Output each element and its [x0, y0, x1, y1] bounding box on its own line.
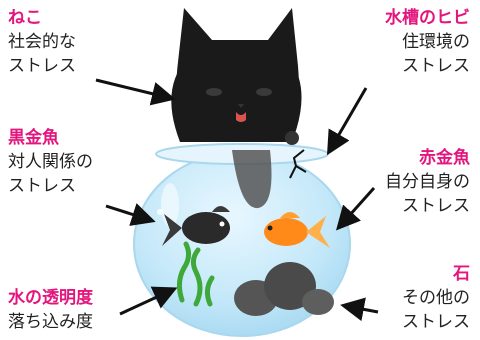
label-line: ストレス [402, 312, 470, 332]
arrow-water-clarity [119, 286, 178, 316]
label-tank-crack: 水槽のヒビ 住環境の ストレス [385, 6, 470, 78]
label-title: 水槽のヒビ [385, 8, 470, 28]
arrow-red-goldfish [335, 186, 376, 231]
label-stone: 石 その他の ストレス [402, 262, 470, 334]
label-line: 自分自身の [385, 172, 470, 192]
water-weeds [176, 241, 215, 307]
arrow-cat [95, 78, 176, 106]
black-cat [171, 8, 302, 145]
arrows [95, 78, 379, 322]
label-title: 水の透明度 [8, 288, 93, 308]
label-line: その他の [402, 288, 470, 308]
label-line: ストレス [402, 56, 470, 76]
label-water-clarity: 水の透明度 落ち込み度 [8, 286, 93, 334]
arrow-black-goldfish [105, 203, 156, 226]
label-line: 対人関係の [8, 152, 93, 172]
arrow-stone [340, 297, 379, 322]
label-line: ストレス [8, 176, 76, 196]
label-line: 落ち込み度 [8, 312, 93, 332]
label-red-goldfish: 赤金魚 自分自身の ストレス [385, 146, 470, 218]
label-title: 黒金魚 [8, 128, 59, 148]
label-title: 赤金魚 [419, 148, 470, 168]
stones [234, 262, 334, 316]
label-black-goldfish: 黒金魚 対人関係の ストレス [8, 126, 93, 198]
red-goldfish [264, 212, 330, 248]
cat-paw [232, 150, 272, 209]
label-line: 住環境の [402, 32, 470, 52]
label-title: ねこ [8, 8, 42, 28]
label-cat: ねこ 社会的な ストレス [8, 6, 76, 78]
label-title: 石 [453, 264, 470, 284]
label-line: 社会的な [8, 32, 76, 52]
black-goldfish [162, 206, 230, 246]
tank-crack [289, 149, 307, 179]
label-line: ストレス [402, 196, 470, 216]
label-line: ストレス [8, 56, 76, 76]
arrow-crack [326, 87, 368, 156]
